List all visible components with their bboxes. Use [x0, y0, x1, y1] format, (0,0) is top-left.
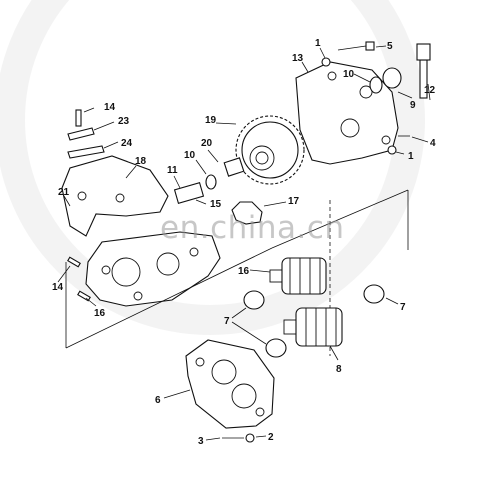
- callout-2: 2: [268, 432, 274, 443]
- support-bracket-18: [61, 155, 169, 237]
- callout-18: 18: [135, 156, 147, 167]
- shaft-11: [173, 182, 205, 204]
- callout-15: 15: [210, 199, 222, 210]
- pin-14-left: [67, 256, 81, 268]
- idler-gear-19: [235, 115, 305, 185]
- callout-17: 17: [288, 196, 300, 207]
- pump-cover-6: [185, 339, 275, 429]
- bushing-20: [223, 157, 245, 177]
- callout-8: 8: [336, 364, 342, 375]
- callout-7-left: 7: [224, 316, 230, 327]
- washer-10-middle: [205, 174, 217, 190]
- callout-1-top: 1: [315, 38, 321, 49]
- callout-1-right: 1: [408, 151, 414, 162]
- callout-10-top: 10: [343, 69, 355, 80]
- plate-23: [67, 127, 95, 141]
- callout-21: 21: [58, 187, 70, 198]
- bushing-7-right: [363, 284, 385, 304]
- callout-11: 11: [167, 165, 178, 176]
- shaft-12: [416, 43, 431, 99]
- callout-20: 20: [201, 138, 213, 149]
- washer-1-right: [387, 145, 397, 155]
- callout-7-right: 7: [400, 302, 406, 313]
- bushing-7-left: [243, 290, 287, 358]
- callout-4: 4: [430, 138, 436, 149]
- callout-16-left: 16: [94, 308, 106, 319]
- callout-5: 5: [387, 41, 393, 52]
- callout-13: 13: [292, 53, 304, 64]
- callout-labels: 1 5 13 10 12 9 14 23 24 19 4 1 18 20 10 …: [52, 38, 436, 447]
- callout-10-middle: 10: [184, 150, 196, 161]
- watermark-text: en.china.cn: [160, 210, 345, 246]
- pin-14-top: [75, 109, 82, 127]
- pump-gear-16: [269, 257, 327, 295]
- washer-1-top: [321, 57, 331, 67]
- callout-19: 19: [205, 115, 217, 126]
- spacer-9: [369, 67, 402, 94]
- callout-23: 23: [118, 116, 130, 127]
- bolt-5: [337, 41, 375, 51]
- callout-14-left: 14: [52, 282, 64, 293]
- watermark-logo: [0, 0, 425, 335]
- callout-3: 3: [198, 436, 204, 447]
- leader-lines: [57, 45, 431, 441]
- drive-gear-17: [231, 201, 263, 225]
- plate-24: [67, 145, 105, 159]
- pump-body: [85, 231, 221, 307]
- pin-16-left: [77, 290, 91, 302]
- callout-14-top: 14: [104, 102, 116, 113]
- pump-gear-8: [283, 307, 343, 347]
- callout-16-right: 16: [238, 266, 250, 277]
- callout-12: 12: [424, 85, 436, 96]
- washer-2: [245, 433, 255, 443]
- callout-9: 9: [410, 100, 416, 111]
- callout-6: 6: [155, 395, 161, 406]
- callout-24: 24: [121, 138, 133, 149]
